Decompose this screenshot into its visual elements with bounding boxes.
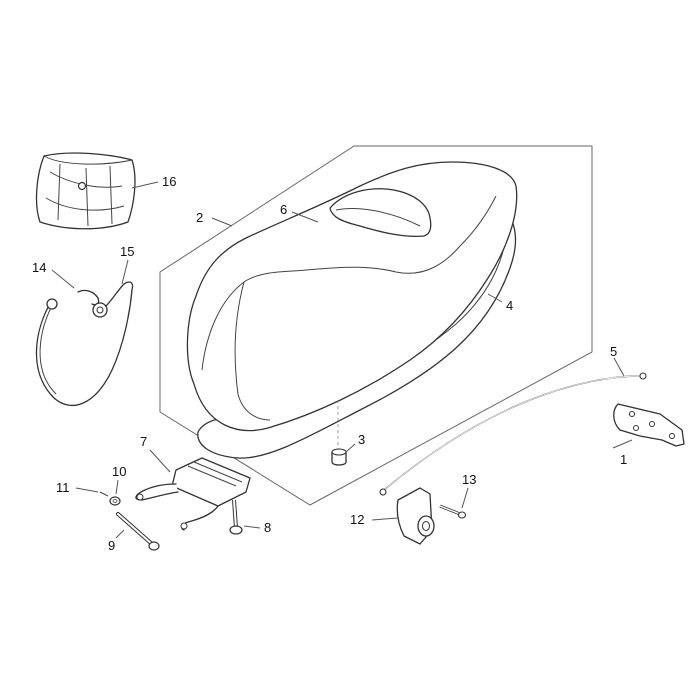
callout-7: 7 <box>140 434 147 449</box>
assembly-frame <box>159 145 593 506</box>
seat-body <box>186 161 518 432</box>
callout-2: 2 <box>196 210 203 225</box>
callout-15: 15 <box>120 244 134 259</box>
seat-cover <box>35 152 136 230</box>
hinge-pin-set <box>99 491 160 551</box>
seat-lock <box>396 487 467 545</box>
screw-bumper <box>229 400 347 535</box>
callout-11: 11 <box>56 480 70 495</box>
callout-13: 13 <box>462 472 476 487</box>
callout-5: 5 <box>610 344 617 359</box>
callout-4: 4 <box>506 298 513 313</box>
callout-8: 8 <box>264 520 271 535</box>
callout-labels: 1 2 3 4 5 6 7 8 9 10 11 12 13 14 15 16 <box>32 174 627 553</box>
latch-plate <box>613 403 685 447</box>
leader-lines <box>51 181 633 539</box>
callout-1: 1 <box>620 452 627 467</box>
hinge-bracket <box>135 457 251 531</box>
callout-12: 12 <box>350 512 364 527</box>
callout-16: 16 <box>162 174 176 189</box>
helmet-cable <box>35 281 134 407</box>
callout-9: 9 <box>108 538 115 553</box>
callout-3: 3 <box>358 432 365 447</box>
callout-6: 6 <box>280 202 287 217</box>
callout-10: 10 <box>112 464 126 479</box>
release-cable <box>379 372 647 496</box>
callout-14: 14 <box>32 260 46 275</box>
